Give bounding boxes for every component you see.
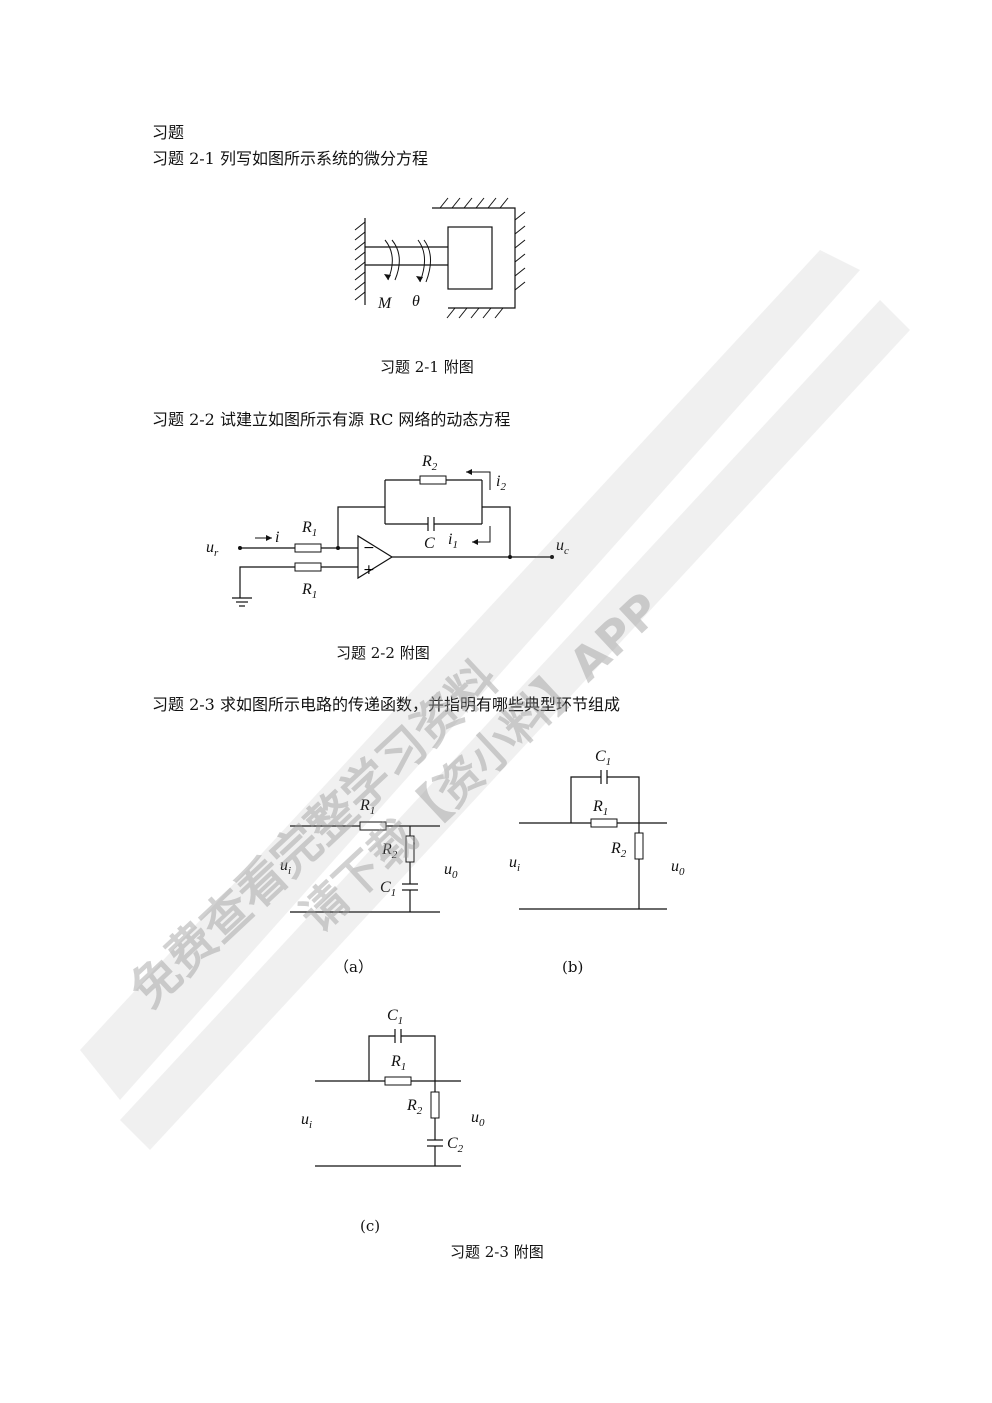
svg-text:R2: R2: [421, 453, 438, 473]
figure-2-1-caption: 习题 2-1 附图: [380, 358, 474, 376]
figure-2-3b: R1 C1 R2 ui u0: [509, 748, 685, 910]
angle-label: θ: [412, 293, 420, 310]
op-amp: [357, 534, 394, 580]
subfigure-c-label: (c): [360, 1217, 381, 1235]
left-wall-hatching: [354, 221, 366, 301]
svg-text:R2: R2: [406, 1097, 423, 1117]
resistor-r1-bottom: [294, 562, 322, 572]
svg-text:u0: u0: [471, 1109, 485, 1129]
svg-text:C1: C1: [387, 1007, 403, 1027]
svg-text:C2: C2: [447, 1135, 464, 1155]
svg-text:ui: ui: [509, 854, 520, 874]
section-heading: 习题: [152, 123, 185, 142]
svg-text:u0: u0: [671, 858, 685, 878]
subfigure-a-label: （a）: [334, 958, 373, 976]
svg-text:R1: R1: [390, 1053, 406, 1073]
resistor-r1-top: [294, 543, 322, 553]
frame-hatching: [439, 197, 526, 319]
svg-text:i1: i1: [448, 531, 458, 551]
capacitor-c-label: C: [424, 535, 435, 552]
subfigure-b-label: (b): [562, 958, 584, 976]
figure-2-3a: R1 R2 C1 ui u0: [280, 797, 458, 913]
svg-text:R1: R1: [592, 798, 608, 818]
svg-text:ui: ui: [301, 1111, 312, 1131]
figure-2-2-caption: 习题 2-2 附图: [336, 644, 430, 662]
figure-2-2: ur i R1 R2 C i2 i1 − + uc R1: [206, 453, 569, 607]
svg-text:i: i: [275, 529, 279, 546]
problem-2-1-text: 习题 2-1 列写如图所示系统的微分方程: [152, 149, 428, 168]
problem-2-3-text: 习题 2-3 求如图所示电路的传递函数，并指明有哪些典型环节组成: [152, 695, 620, 714]
svg-text:R2: R2: [610, 840, 627, 860]
figure-2-3-caption: 习题 2-3 附图: [450, 1243, 544, 1261]
output-voltage-label: uc: [556, 537, 569, 557]
figure-2-1: M θ: [354, 197, 526, 319]
svg-text:R1: R1: [359, 797, 375, 817]
svg-text:u0: u0: [444, 861, 458, 881]
problem-2-2-text: 习题 2-2 试建立如图所示有源 RC 网络的动态方程: [152, 410, 511, 429]
svg-text:+: +: [363, 562, 375, 578]
svg-text:R1: R1: [301, 519, 317, 539]
svg-text:−: −: [363, 540, 375, 556]
svg-text:i2: i2: [496, 473, 506, 493]
svg-text:R2: R2: [381, 841, 398, 861]
svg-text:ui: ui: [280, 857, 291, 877]
svg-text:R1: R1: [301, 581, 317, 601]
input-voltage-label: ur: [206, 539, 219, 559]
resistor-r2: [419, 475, 447, 485]
svg-text:C1: C1: [380, 879, 396, 899]
svg-text:C1: C1: [595, 748, 611, 768]
torque-label: M: [377, 295, 393, 312]
figure-2-3c: R1 C1 R2 C2 ui u0: [301, 1007, 485, 1167]
